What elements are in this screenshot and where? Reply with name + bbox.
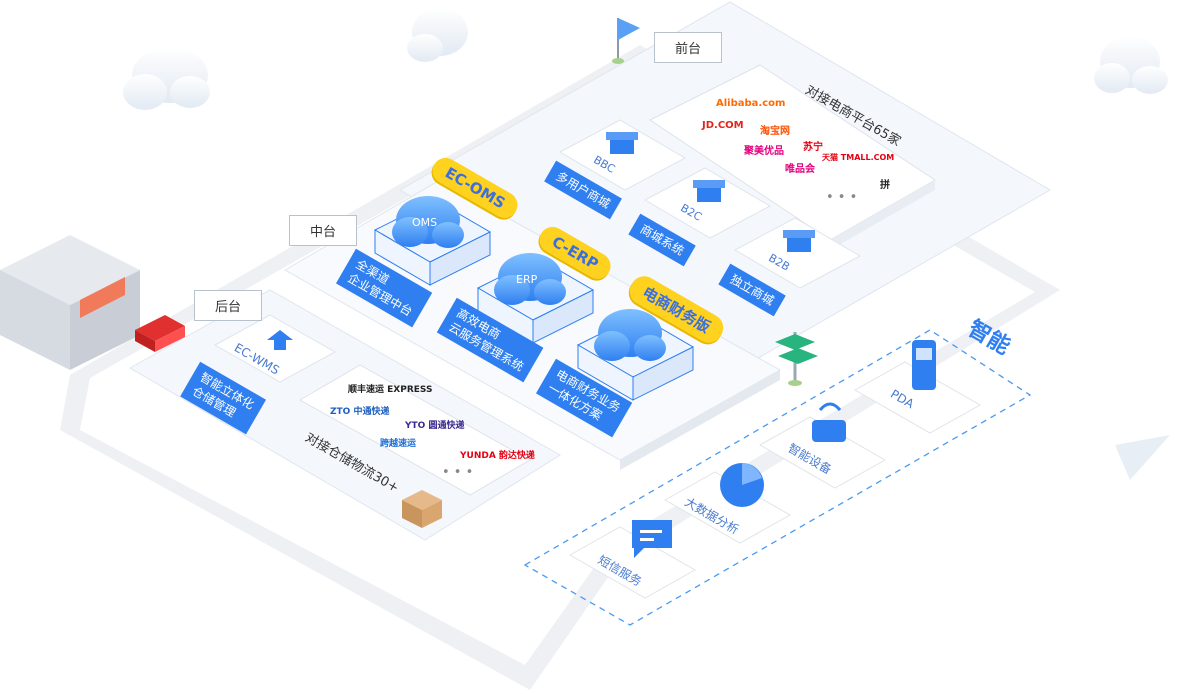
courier-kuayue: 跨越速运 [380,439,417,449]
finance-cloud-icon [594,309,666,361]
store-icon-b2c [693,180,725,202]
oms-cloud-label: OMS [412,216,438,229]
courier-yunda: YUNDA 韵达快递 [460,451,535,461]
erp-cloud-label: ERP [516,273,538,286]
brand-taobao: 淘宝网 [760,126,790,137]
smart-region [523,329,1032,626]
delivery-truck-icon [135,315,185,352]
tag-front: 前台 [654,32,723,63]
tag-middle: 中台 [289,215,358,246]
courier-yto: YTO 圆通快递 [405,421,465,431]
store-card-b2b [733,217,862,289]
oms-cloud-icon [392,196,464,248]
sms-icon [632,520,672,558]
store-card-b2c [643,167,772,239]
brand-pdd: 拼 [880,180,890,191]
brand-vip: 唯品会 [785,164,815,175]
smart-card-device [758,416,887,489]
signpost-icon [775,332,818,386]
cloud-decoration-left [123,47,210,110]
cardboard-box-icon [402,490,442,528]
smart-card-bigdata [663,471,792,544]
router-icon [812,402,846,442]
store-icon-bbc [606,132,638,154]
courier-zto: ZTO 中通快递 [330,407,390,417]
brand-suning: 苏宁 [803,142,823,153]
brand-tmall: 天猫 TMALL.COM [822,153,895,162]
platform-more: • • • [826,190,858,205]
smart-card-pda [853,361,982,434]
paper-plane-icon [1115,435,1170,480]
store-card-bbc [558,119,687,191]
upload-arrow-icon [267,330,293,350]
smart-card-sms [568,526,697,599]
brand-jd: JD.COM [702,120,744,131]
erp-cloud-icon [494,253,566,305]
brand-alibaba: Alibaba.com [716,98,786,109]
courier-sf: 顺丰速运 EXPRESS [348,385,433,395]
flag-icon [612,18,640,64]
pda-icon [912,340,936,390]
logistics-more: • • • [442,465,474,480]
brand-jumei: 聚美优品 [744,146,784,157]
warehouse-icon [0,235,140,370]
pie-chart-icon [720,463,764,507]
cloud-decoration-top [407,8,468,62]
cloud-decoration-right [1094,36,1168,94]
tag-back: 后台 [194,290,263,321]
store-icon-b2b [783,230,815,252]
logistics-board [298,364,532,496]
